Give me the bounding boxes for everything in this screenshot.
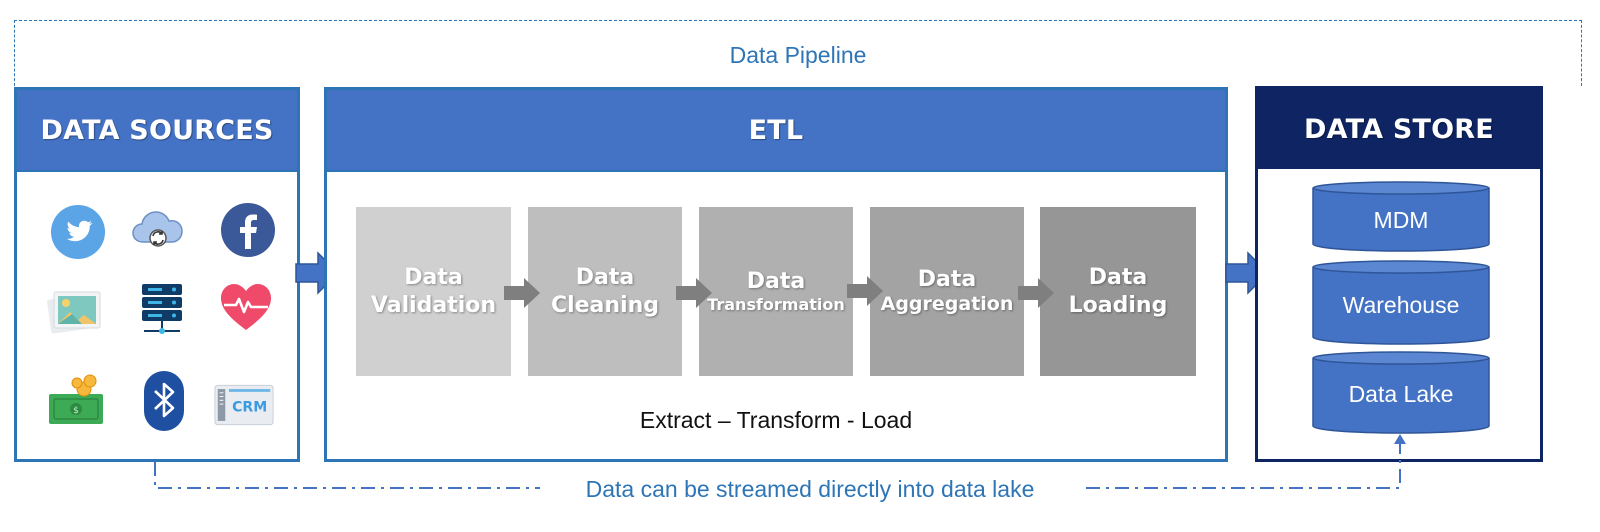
stream-note: Data can be streamed directly into data … xyxy=(540,476,1080,503)
etl-header: ETL xyxy=(327,90,1225,172)
money-icon: $ xyxy=(49,374,103,424)
cloud-sync-icon xyxy=(132,211,183,247)
photos-icon xyxy=(47,291,101,334)
step-line2: Transformation xyxy=(707,295,845,315)
step-arrow-1 xyxy=(504,278,540,308)
cylinder-warehouse xyxy=(1312,260,1490,345)
bluetooth-icon xyxy=(144,371,184,431)
step-line1: Data xyxy=(575,265,635,290)
data-sources-header: DATA SOURCES xyxy=(17,90,297,172)
step-line2: Validation xyxy=(370,292,497,318)
step-arrow-2 xyxy=(676,278,712,308)
step-line1: Data xyxy=(404,265,463,290)
step-line2: Loading xyxy=(1068,292,1168,318)
store-item-mdm: MDM xyxy=(1373,207,1429,233)
step-arrow-4 xyxy=(1018,278,1054,308)
crm-text: CRM xyxy=(232,400,267,416)
cylinder-mdm xyxy=(1312,181,1490,252)
etl-caption: Extract – Transform - Load xyxy=(639,407,913,433)
cylinder-data-lake xyxy=(1312,351,1490,434)
pipeline-frame xyxy=(14,20,1582,86)
step-line1: Data xyxy=(1088,265,1148,290)
pipeline-title: Data Pipeline xyxy=(729,42,867,68)
data-store-header: DATA STORE xyxy=(1258,89,1540,169)
step-line2: Cleaning xyxy=(550,292,660,318)
svg-text:$: $ xyxy=(73,406,79,416)
heart-rate-icon xyxy=(221,284,271,330)
crm-icon: CRM xyxy=(214,384,274,426)
step-arrow-3 xyxy=(847,276,883,306)
step-line1: Data xyxy=(917,266,977,292)
step-line2: Aggregation xyxy=(880,293,1014,316)
server-icon xyxy=(142,284,182,334)
store-item-data-lake: Data Lake xyxy=(1348,381,1454,407)
store-item-warehouse: Warehouse xyxy=(1342,292,1460,318)
twitter-icon xyxy=(51,205,105,259)
facebook-icon xyxy=(221,203,275,257)
step-line1: Data xyxy=(746,268,806,294)
